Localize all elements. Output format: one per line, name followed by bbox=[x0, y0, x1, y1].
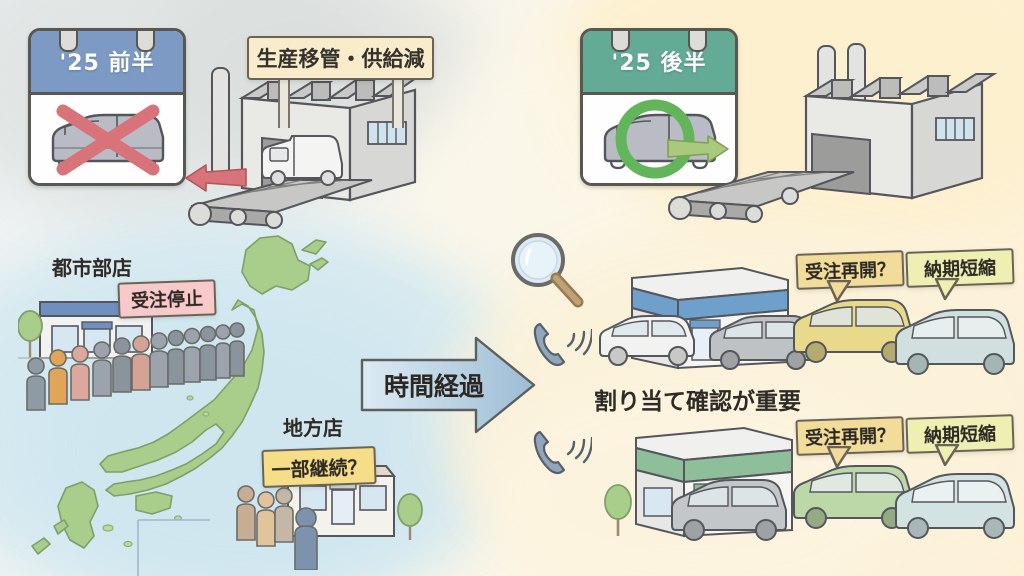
speech-tail-icon bbox=[934, 444, 960, 466]
ringing-phone-icon bbox=[533, 430, 592, 475]
factory-right bbox=[667, 38, 1020, 228]
conveyor-belt-icon bbox=[188, 179, 373, 229]
arrow-right-icon bbox=[667, 135, 729, 163]
factory-banner-post-left bbox=[278, 68, 290, 128]
kei-car-icon bbox=[793, 299, 913, 363]
conveyor-belt-icon bbox=[668, 171, 855, 223]
factory-banner-left-label: 生産移管・供給減 bbox=[256, 47, 425, 71]
speech-tail-icon bbox=[934, 278, 960, 300]
silver-kei-car-icon bbox=[709, 315, 815, 370]
arrow-left-icon bbox=[185, 164, 247, 192]
factory-left bbox=[185, 60, 450, 230]
calendar-ring-right bbox=[136, 31, 155, 52]
factory-banner-left: 生産移管・供給減 bbox=[247, 36, 434, 80]
offer-badge-leadtime-bottom: 納期短縮 bbox=[905, 414, 1015, 454]
urban-store-badge-label: 受注停止 bbox=[130, 288, 204, 313]
tree-icon bbox=[397, 493, 423, 527]
speech-tail-icon bbox=[826, 446, 852, 468]
offer-badge-leadtime-top: 納期短縮 bbox=[905, 248, 1015, 288]
urban-store-badge: 受注停止 bbox=[117, 279, 217, 319]
calendar-second-half-header: '25 後半 bbox=[583, 31, 735, 95]
ringing-phone-icon bbox=[533, 322, 592, 367]
small-group-icon bbox=[236, 485, 318, 570]
cross-mark-icon bbox=[56, 104, 160, 176]
regional-store-title: 地方店 bbox=[283, 416, 343, 440]
calendar-ring-left bbox=[59, 31, 78, 52]
regional-store-badge: 一部継続？ bbox=[261, 446, 377, 488]
delivery-van-icon bbox=[261, 135, 343, 186]
tree-icon bbox=[604, 484, 632, 520]
right-arrow-icon bbox=[360, 336, 536, 434]
calendar-second-half-label: '25 後半 bbox=[611, 51, 707, 77]
white-kei-car-icon bbox=[599, 315, 695, 366]
calendar-ring-left-2 bbox=[611, 31, 630, 52]
calendar-first-half: '25 前半 bbox=[28, 28, 186, 186]
kei-car-icon bbox=[895, 309, 1015, 375]
people-queue-icon bbox=[26, 322, 245, 411]
calendar-first-half-header: '25 前半 bbox=[31, 31, 183, 95]
magnifying-glass-icon bbox=[511, 233, 584, 308]
speech-tail-icon bbox=[826, 280, 852, 302]
circle-mark-icon bbox=[615, 99, 695, 179]
time-passage-label: 時間経過 bbox=[384, 372, 485, 401]
time-passage-arrow: 時間経過 bbox=[358, 330, 538, 440]
allocation-caption: 割り当て確認が重要 bbox=[594, 389, 801, 415]
kei-car-icon bbox=[895, 473, 1015, 539]
calendar-first-half-body bbox=[31, 94, 183, 183]
factory-banner-post-right bbox=[392, 68, 404, 128]
calendar-first-half-label: '25 前半 bbox=[59, 51, 155, 77]
japan-map-icon bbox=[31, 235, 329, 576]
regional-store-badge-label: 一部継続？ bbox=[271, 455, 367, 482]
silver-kei-car-icon bbox=[671, 479, 787, 541]
urban-store-title: 都市部店 bbox=[52, 256, 132, 280]
calendar-ring-right-2 bbox=[688, 31, 707, 52]
